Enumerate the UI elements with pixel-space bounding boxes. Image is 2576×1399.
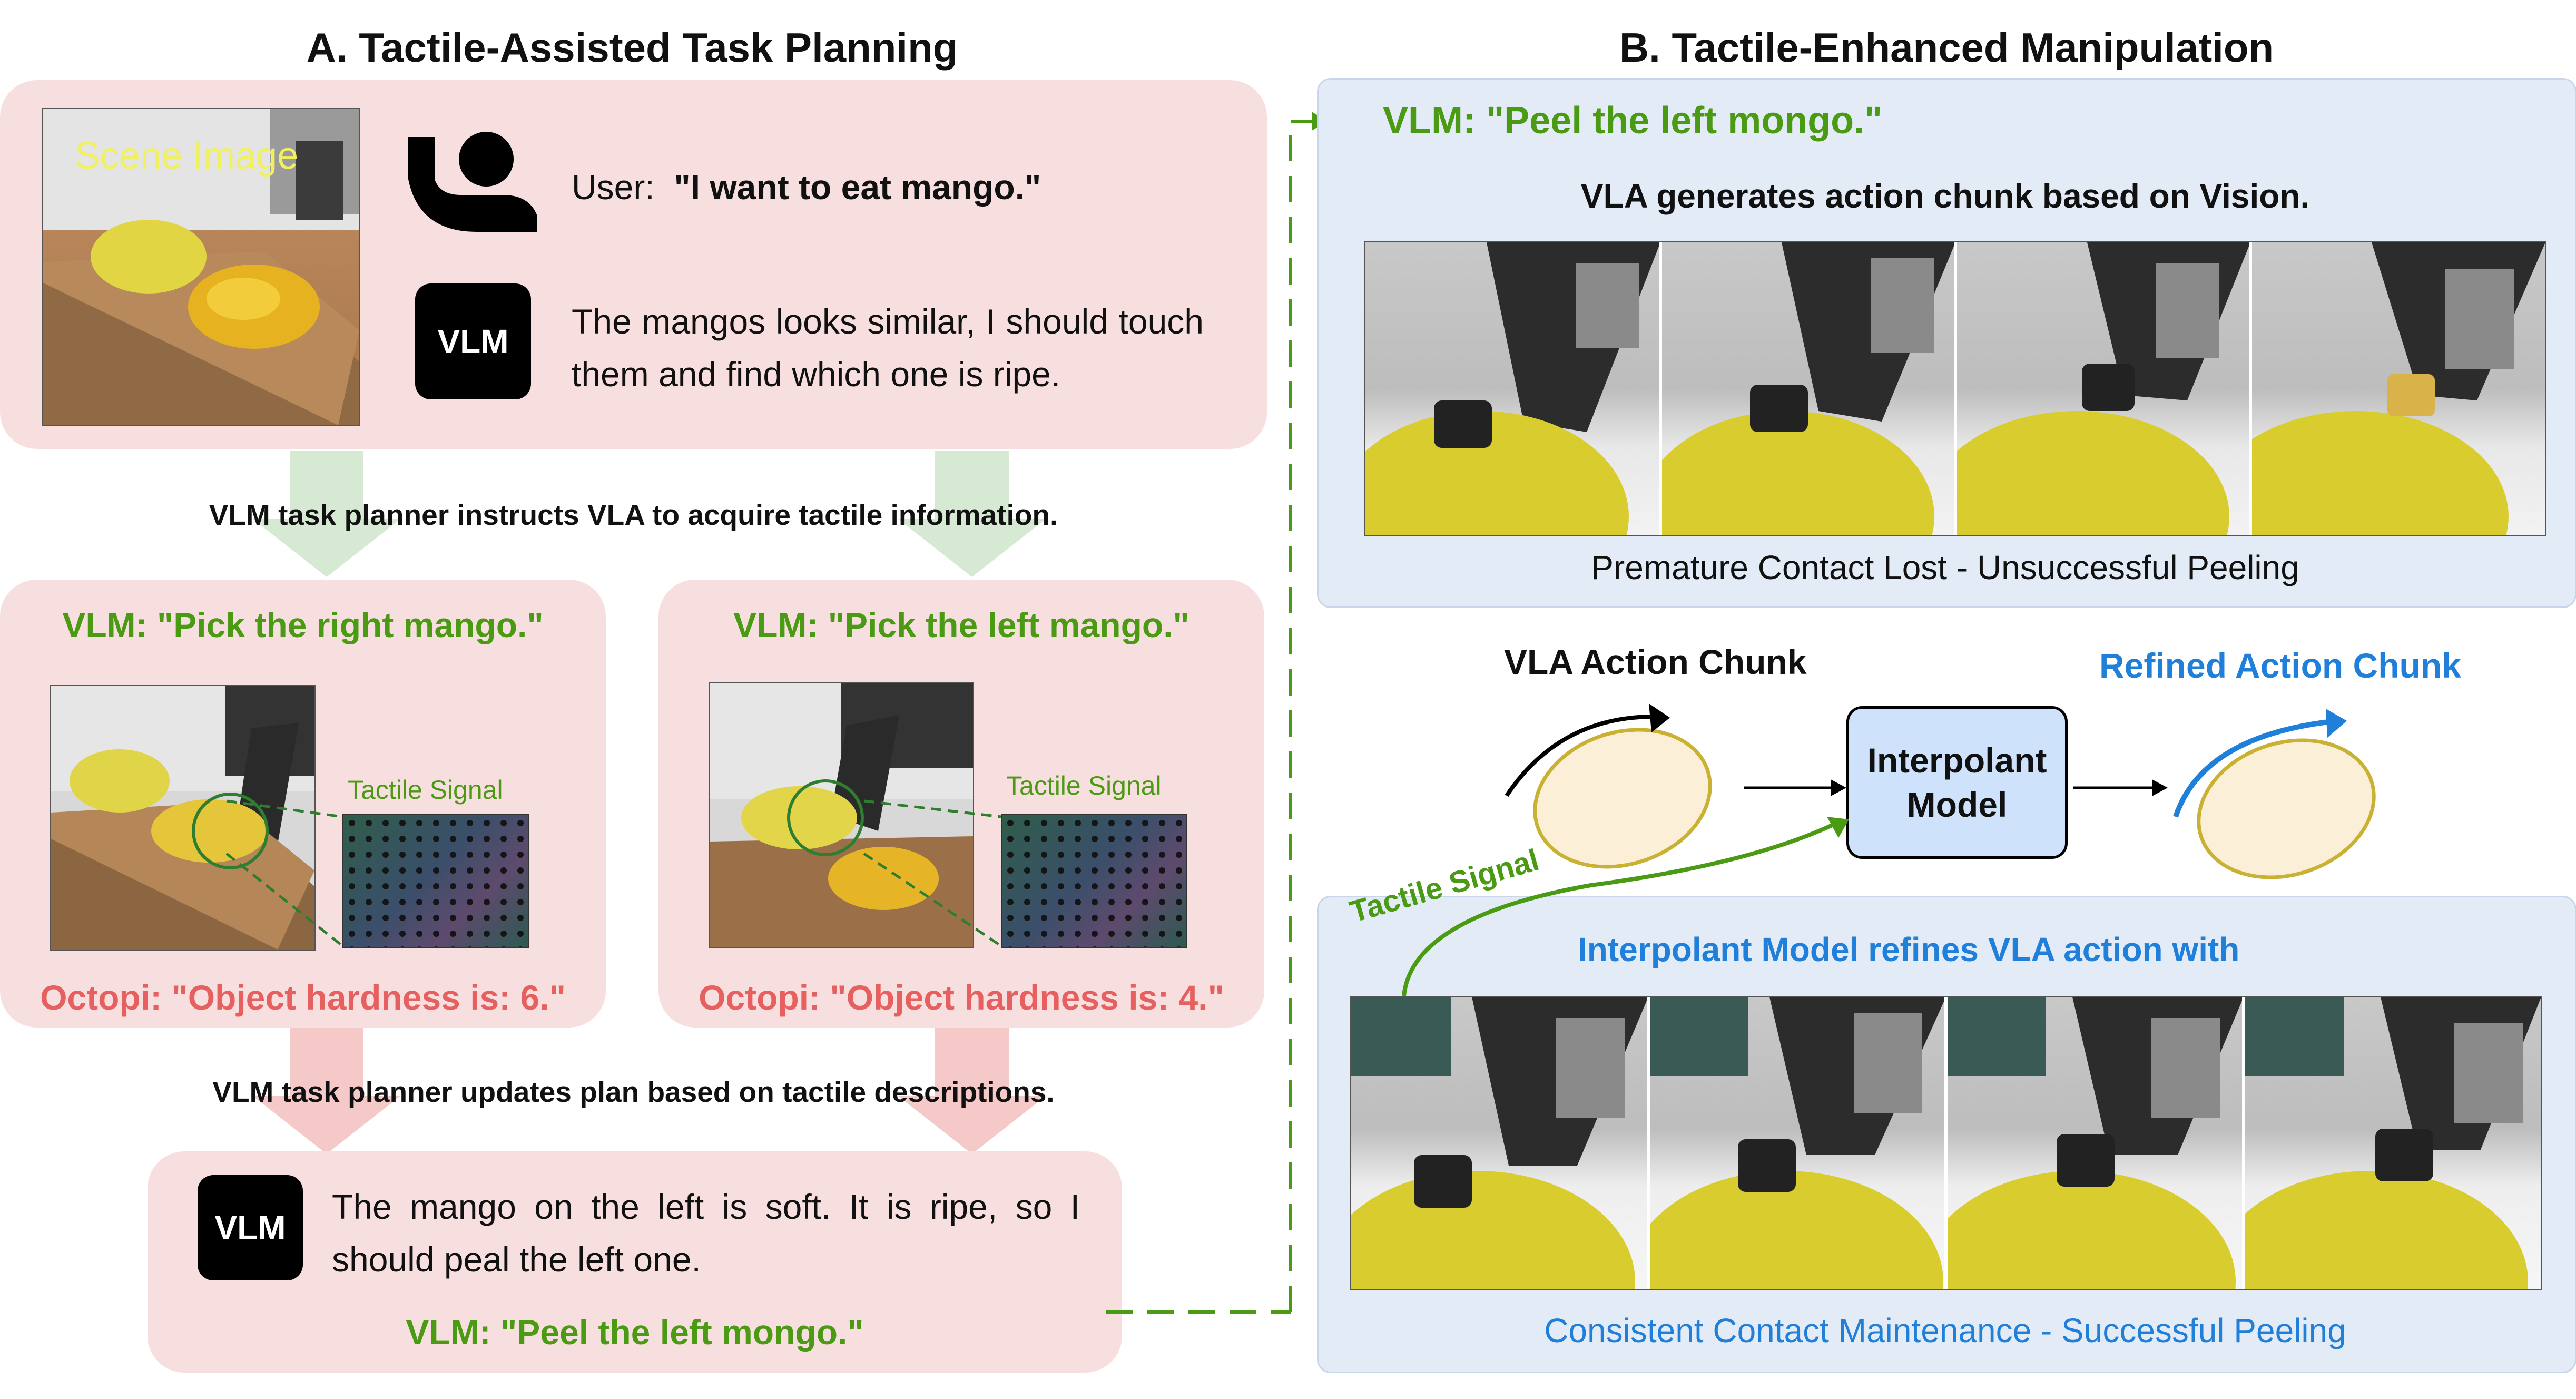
vision-frame-4 — [2250, 242, 2545, 535]
vla-caption: VLA generates action chunk based on Visi… — [1580, 177, 2310, 215]
down-arrow-left-green — [253, 451, 400, 577]
success-caption: Consistent Contact Maintenance - Success… — [1544, 1312, 2346, 1349]
interpolant-model-box: Interpolant Model — [1846, 706, 2068, 859]
refined-frame-dividers — [1647, 997, 2245, 1289]
refined-frame-1 — [1351, 997, 1648, 1289]
pick-right-photo — [50, 685, 316, 951]
final-decision-panel — [148, 1151, 1122, 1373]
refined-chunk-ellipse — [2173, 709, 2376, 879]
vision-frame-dividers — [1659, 242, 2252, 535]
refine-caption: Interpolant Model refines VLA action wit… — [1578, 931, 2240, 968]
octopi-right-result: Octopi: "Object hardness is: 6." — [40, 978, 566, 1017]
vision-frame-3 — [1955, 242, 2250, 535]
arrow-from-model — [2073, 779, 2168, 796]
pick-left-command: VLM: "Pick the left mango." — [733, 605, 1189, 644]
user-prefix: User: — [572, 168, 655, 207]
user-query: User: "I want to eat mango." — [572, 161, 1041, 213]
scene-image-label: Scene Image — [75, 135, 299, 177]
down-arrow-right-pink — [898, 1028, 1046, 1154]
instruct-caption: VLM task planner instructs VLA to acquir… — [209, 498, 1058, 531]
vlm-icon: VLM — [415, 283, 531, 399]
tactile-signal-label-1: Tactile Signal — [348, 775, 503, 805]
octopi-left-result: Octopi: "Object hardness is: 4." — [699, 978, 1224, 1017]
final-command: VLM: "Peel the left mongo." — [406, 1313, 864, 1352]
vision-frame-1 — [1365, 242, 1660, 535]
zoom-lines-1 — [225, 799, 343, 947]
tactile-signal-pad-1 — [342, 814, 529, 948]
pick-left-photo-drawing — [710, 683, 973, 947]
refined-chunk-label: Refined Action Chunk — [2099, 646, 2461, 685]
fail-caption: Premature Contact Lost - Unsuccessful Pe… — [1591, 549, 2299, 586]
update-caption: VLM task planner updates plan based on t… — [212, 1075, 1055, 1108]
tactile-signal-arrow — [1402, 817, 1849, 996]
zoom-lines-2 — [863, 799, 1002, 947]
tactile-refined-frames — [1350, 996, 2542, 1290]
vla-chunk-label: VLA Action Chunk — [1504, 642, 1807, 681]
pick-left-photo — [709, 682, 974, 948]
refined-frame-3 — [1946, 997, 2244, 1289]
tactile-signal-label-2: Tactile Signal — [1006, 771, 1162, 800]
refined-frame-2 — [1648, 997, 1946, 1289]
vlm-reply: The mangos looks similar, I should touch… — [572, 302, 1204, 394]
tactile-dots-2 — [1002, 815, 1186, 947]
vla-chunk-ellipse — [1505, 703, 1712, 869]
final-vlm-reasoning: The mango on the left is soft. It is rip… — [332, 1187, 1080, 1279]
scene-image: Scene Image — [42, 108, 360, 426]
scene-image-drawing — [43, 109, 359, 425]
pick-right-command: VLM: "Pick the right mango." — [62, 605, 544, 644]
refined-frame-4 — [2244, 997, 2541, 1289]
panel-b-vlm-command: VLM: "Peel the left mongo." — [1383, 100, 1883, 142]
vlm-icon-final: VLM — [198, 1175, 303, 1280]
user-quote: "I want to eat mango." — [674, 168, 1041, 207]
tactile-signal-pad-2 — [1001, 814, 1187, 948]
user-raising-hand-icon — [408, 132, 537, 232]
down-arrow-right-green — [898, 451, 1046, 577]
down-arrow-left-pink — [253, 1028, 400, 1154]
panel-b-title: B. Tactile-Enhanced Manipulation — [1619, 24, 2274, 71]
vision-frame-2 — [1660, 242, 1955, 535]
tactile-dots-1 — [343, 815, 528, 947]
pick-right-photo-drawing — [51, 686, 314, 950]
vision-only-frames — [1364, 241, 2546, 536]
arrow-to-model — [1744, 779, 1846, 796]
panel-a-title: A. Tactile-Assisted Task Planning — [306, 24, 958, 71]
